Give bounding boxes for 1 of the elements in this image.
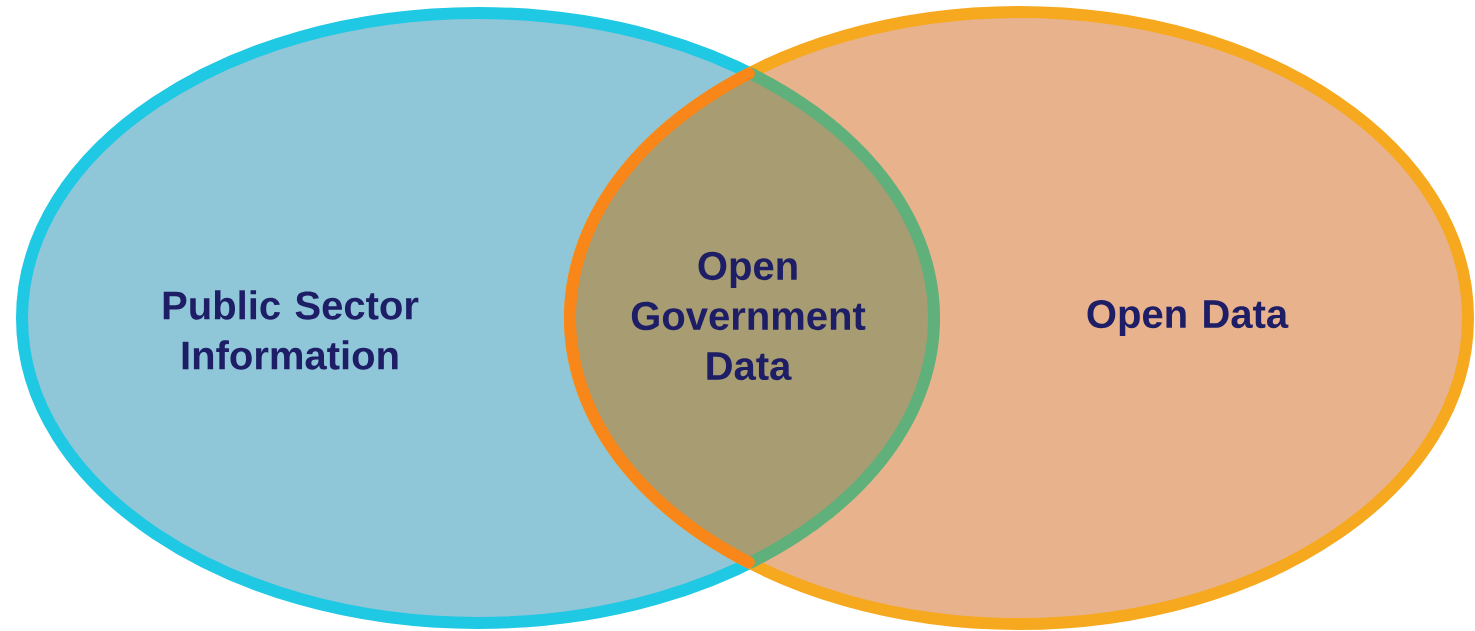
overlap-region: Open Government Data <box>564 67 940 569</box>
